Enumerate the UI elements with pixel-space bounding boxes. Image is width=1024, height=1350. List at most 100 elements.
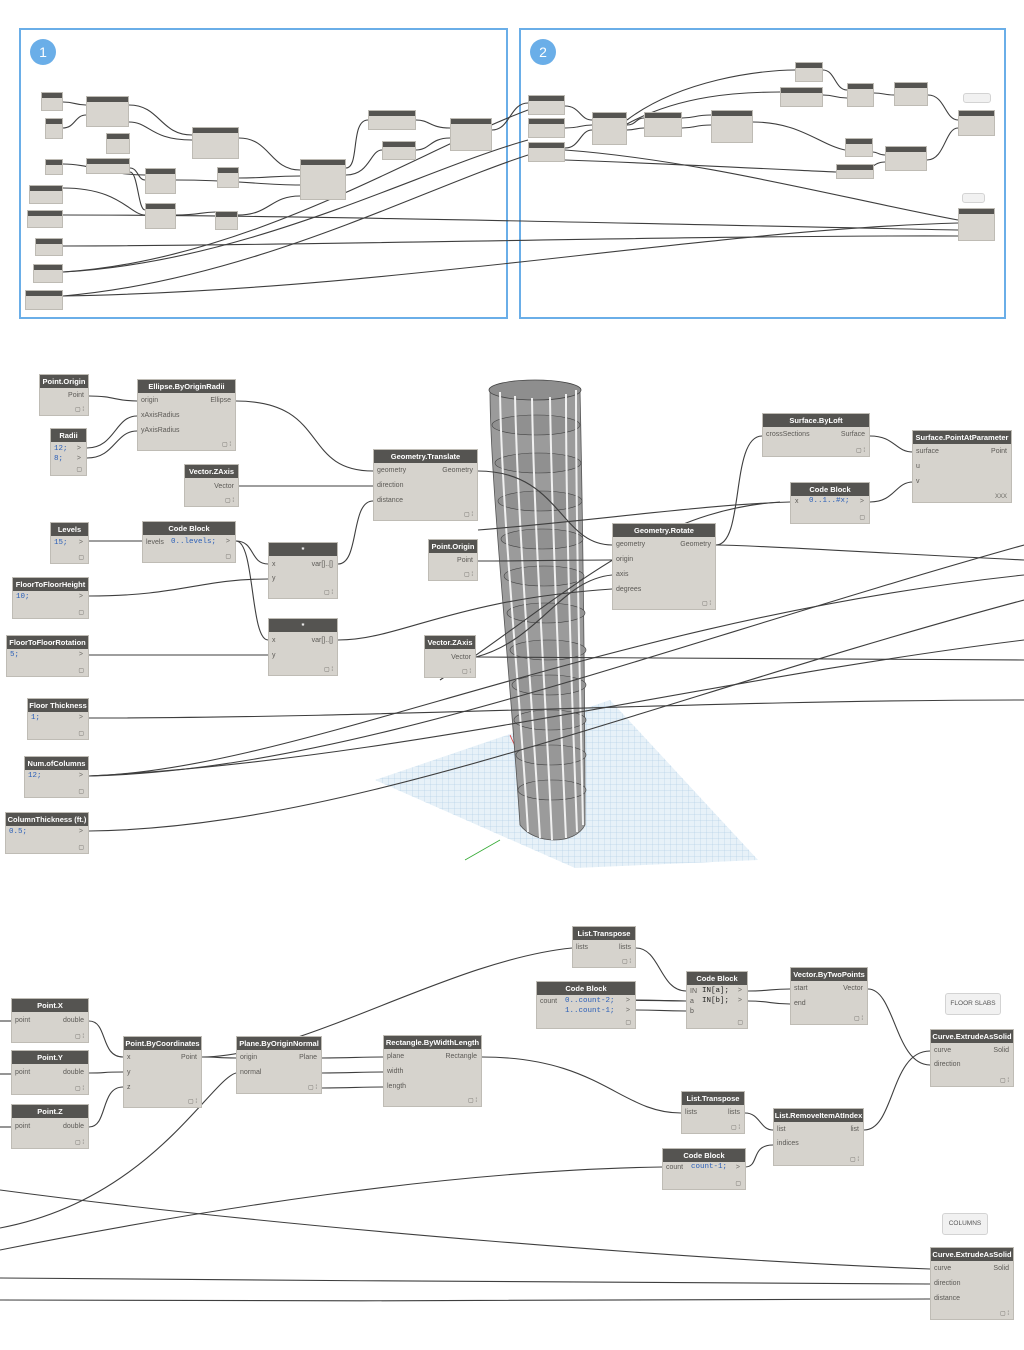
code-value[interactable]: 8; xyxy=(54,455,64,463)
mini-node[interactable] xyxy=(45,118,63,139)
input-port-origin[interactable]: origin xyxy=(616,556,634,563)
column-thickness-node[interactable]: ColumnThickness (ft.) 0.5; > ▢ xyxy=(5,812,89,854)
mini-node[interactable] xyxy=(25,290,63,310)
input-port-direction[interactable]: direction xyxy=(377,482,404,489)
input-port-curve[interactable]: curve xyxy=(934,1265,952,1272)
mini-node[interactable] xyxy=(41,92,63,111)
input-port-x[interactable]: x xyxy=(795,498,799,505)
levels-code-node[interactable]: Levels 15; > ▢ xyxy=(50,522,89,564)
output-arrow[interactable]: > xyxy=(78,539,83,546)
mini-node[interactable] xyxy=(528,118,565,138)
input-port-v[interactable]: v xyxy=(916,478,920,485)
code-value[interactable]: 0..count-2; xyxy=(565,997,615,1005)
output-port[interactable]: Surface xyxy=(840,431,865,438)
mini-node[interactable] xyxy=(528,142,565,162)
output-port[interactable]: Rectangle xyxy=(445,1053,477,1060)
geometry-translate-node[interactable]: Geometry.Translate geometry direction di… xyxy=(373,449,478,521)
code-value[interactable]: 0.5; xyxy=(9,828,28,836)
mini-node[interactable] xyxy=(958,110,995,136)
output-arrow[interactable]: > xyxy=(78,772,83,779)
output-port[interactable]: Vector xyxy=(843,985,863,992)
mini-node[interactable] xyxy=(368,110,416,130)
code-value[interactable]: 10; xyxy=(16,593,30,601)
code-value[interactable]: count-1; xyxy=(691,1163,728,1171)
point-x-node[interactable]: Point.X point double ▢ ⁞ xyxy=(11,998,89,1043)
input-port-b[interactable]: b xyxy=(690,1008,694,1015)
input-port-normal[interactable]: normal xyxy=(240,1069,262,1076)
mini-node[interactable] xyxy=(845,138,873,157)
mini-node[interactable] xyxy=(711,110,753,143)
floor-to-floor-rotation-node[interactable]: FloorToFloorRotation 5; > ▢ xyxy=(6,635,89,677)
surface-point-at-parameter-node[interactable]: Surface.PointAtParameter surface u v Poi… xyxy=(912,430,1012,503)
mini-node[interactable] xyxy=(885,146,927,171)
surface-by-loft-node[interactable]: Surface.ByLoft crossSections Surface ▢ ⁞ xyxy=(762,413,870,457)
output-arrow[interactable]: > xyxy=(76,455,81,462)
input-port-surface[interactable]: surface xyxy=(916,448,939,455)
mini-node[interactable] xyxy=(644,112,682,137)
output-port[interactable]: Point xyxy=(991,448,1007,455)
input-port-y[interactable]: y xyxy=(272,652,276,659)
output-port[interactable]: Geometry xyxy=(680,541,711,548)
input-port-list[interactable]: list xyxy=(777,1126,786,1133)
input-port-a[interactable]: a xyxy=(690,998,694,1005)
code-block-x-node[interactable]: Code Block x 0..1..#x; > ▢ xyxy=(790,482,870,524)
input-port-plane[interactable]: plane xyxy=(387,1053,405,1060)
floor-to-floor-height-node[interactable]: FloorToFloorHeight 10; > ▢ xyxy=(12,577,89,619)
code-value[interactable]: IN[b]; xyxy=(702,997,730,1005)
input-port-point[interactable]: point xyxy=(15,1123,31,1130)
output-arrow[interactable]: > xyxy=(625,997,630,1004)
input-port-width[interactable]: width xyxy=(387,1068,404,1075)
output-port[interactable]: var[]..[] xyxy=(311,637,333,644)
mini-node[interactable] xyxy=(300,159,346,200)
code-value[interactable]: 1..count-1; xyxy=(565,1007,615,1015)
mini-node[interactable] xyxy=(780,87,823,107)
mini-node[interactable] xyxy=(217,167,239,188)
output-port[interactable]: Solid xyxy=(993,1047,1009,1054)
input-port-u[interactable]: u xyxy=(916,463,920,470)
input-port-indices[interactable]: indices xyxy=(777,1140,799,1147)
input-port-curve[interactable]: curve xyxy=(934,1047,952,1054)
ellipse-by-origin-radii-node[interactable]: Ellipse.ByOriginRadii origin xAxisRadius… xyxy=(137,379,236,451)
output-arrow[interactable]: > xyxy=(78,651,83,658)
mini-node[interactable] xyxy=(795,62,823,82)
output-port[interactable]: Solid xyxy=(993,1265,1009,1272)
output-port[interactable]: Point xyxy=(181,1054,197,1061)
geometry-rotate-node[interactable]: Geometry.Rotate geometry origin axis deg… xyxy=(612,523,716,610)
output-port[interactable]: Geometry xyxy=(442,467,473,474)
input-port-x[interactable]: x xyxy=(127,1054,131,1061)
code-block-levels-node[interactable]: Code Block levels 0..levels; > ▢ xyxy=(142,521,236,563)
output-port[interactable]: Vector xyxy=(214,483,234,490)
mini-node[interactable] xyxy=(528,95,565,115)
input-port-point[interactable]: point xyxy=(15,1017,31,1024)
code-value[interactable]: IN[a]; xyxy=(702,987,730,995)
num-of-columns-node[interactable]: Num.ofColumns 12; > ▢ xyxy=(24,756,89,798)
input-port-crosssections[interactable]: crossSections xyxy=(766,431,810,438)
input-port-yaxisradius[interactable]: yAxisRadius xyxy=(141,427,180,434)
rectangle-by-width-length-node[interactable]: Rectangle.ByWidthLength plane width leng… xyxy=(383,1035,482,1107)
input-port-degrees[interactable]: degrees xyxy=(616,586,642,593)
input-port-end[interactable]: end xyxy=(794,1000,806,1007)
code-value[interactable]: 15; xyxy=(54,539,68,547)
point-origin-node[interactable]: Point.Origin Point ▢ ⁞ xyxy=(39,374,89,416)
mini-node[interactable] xyxy=(106,133,130,154)
output-port[interactable]: double xyxy=(62,1069,84,1076)
input-port-length[interactable]: length xyxy=(387,1083,407,1090)
mini-node[interactable] xyxy=(33,264,63,283)
output-port[interactable]: list xyxy=(850,1126,859,1133)
output-arrow[interactable]: > xyxy=(76,445,81,452)
plane-by-origin-normal-node[interactable]: Plane.ByOriginNormal origin normal Plane… xyxy=(236,1036,322,1094)
multiply-node[interactable]: * x y var[]..[] ▢ ⁞ xyxy=(268,618,338,676)
list-transpose-node[interactable]: List.Transpose lists lists ▢ ⁞ xyxy=(681,1091,745,1134)
output-arrow[interactable]: > xyxy=(859,498,864,505)
input-port-origin[interactable]: origin xyxy=(141,397,159,404)
input-port-geometry[interactable]: geometry xyxy=(616,541,646,548)
output-arrow[interactable]: > xyxy=(737,987,742,994)
list-transpose-node[interactable]: List.Transpose lists lists ▢ ⁞ xyxy=(572,926,636,968)
input-port-in[interactable]: IN xyxy=(690,988,697,995)
code-value[interactable]: 5; xyxy=(10,651,20,659)
input-port-count[interactable]: count xyxy=(540,998,558,1005)
output-port[interactable]: Point xyxy=(457,557,473,564)
code-value[interactable]: 0..1..#x; xyxy=(809,497,850,505)
output-port[interactable]: Plane xyxy=(299,1054,317,1061)
mini-node[interactable] xyxy=(45,159,63,175)
